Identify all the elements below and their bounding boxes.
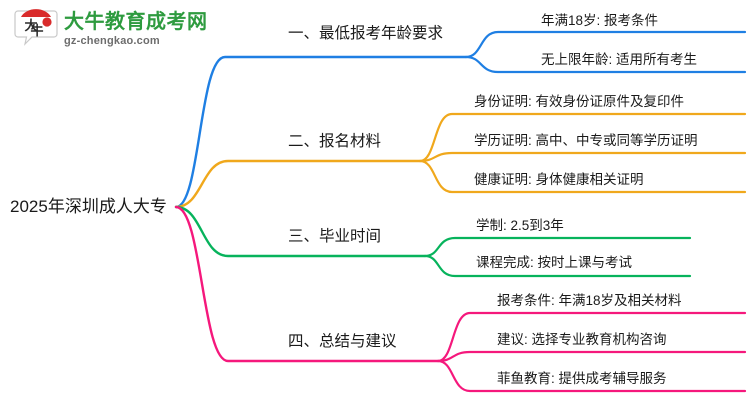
svg-text:大: 大 xyxy=(24,18,37,33)
branch-node-4[interactable]: 四、总结与建议 xyxy=(288,333,397,350)
logo-domain: gz-chengkao.com xyxy=(64,34,160,47)
branch-node-3[interactable]: 三、毕业时间 xyxy=(288,228,382,245)
leaf-node-4-2[interactable]: 建议: 选择专业教育机构咨询 xyxy=(497,332,667,347)
leaf-node-2-2[interactable]: 学历证明: 高中、中专或同等学历证明 xyxy=(474,133,698,148)
logo-title: 大牛教育成考网 xyxy=(64,10,208,33)
leaf-node-2-3[interactable]: 健康证明: 身体健康相关证明 xyxy=(474,172,644,187)
leaf-node-4-3[interactable]: 菲鱼教育: 提供成考辅导服务 xyxy=(497,371,667,386)
leaf-node-3-2[interactable]: 课程完成: 按时上课与考试 xyxy=(476,255,633,270)
root-node[interactable]: 2025年深圳成人大专 xyxy=(10,197,167,216)
site-logo[interactable]: 大 牛 大牛教育成考网 gz-chengkao.com xyxy=(14,8,208,50)
leaf-node-4-1[interactable]: 报考条件: 年满18岁及相关材料 xyxy=(497,293,682,308)
branch-node-1[interactable]: 一、最低报考年龄要求 xyxy=(288,25,444,42)
leaf-node-1-1[interactable]: 年满18岁: 报考条件 xyxy=(541,13,659,28)
leaf-node-3-1[interactable]: 学制: 2.5到3年 xyxy=(476,218,564,233)
leaf-node-1-2[interactable]: 无上限年龄: 适用所有考生 xyxy=(541,52,698,67)
logo-mark-icon: 大 牛 xyxy=(14,8,58,50)
svg-text:牛: 牛 xyxy=(30,23,43,38)
leaf-node-2-1[interactable]: 身份证明: 有效身份证原件及复印件 xyxy=(474,94,685,109)
branch-node-2[interactable]: 二、报名材料 xyxy=(288,133,382,150)
